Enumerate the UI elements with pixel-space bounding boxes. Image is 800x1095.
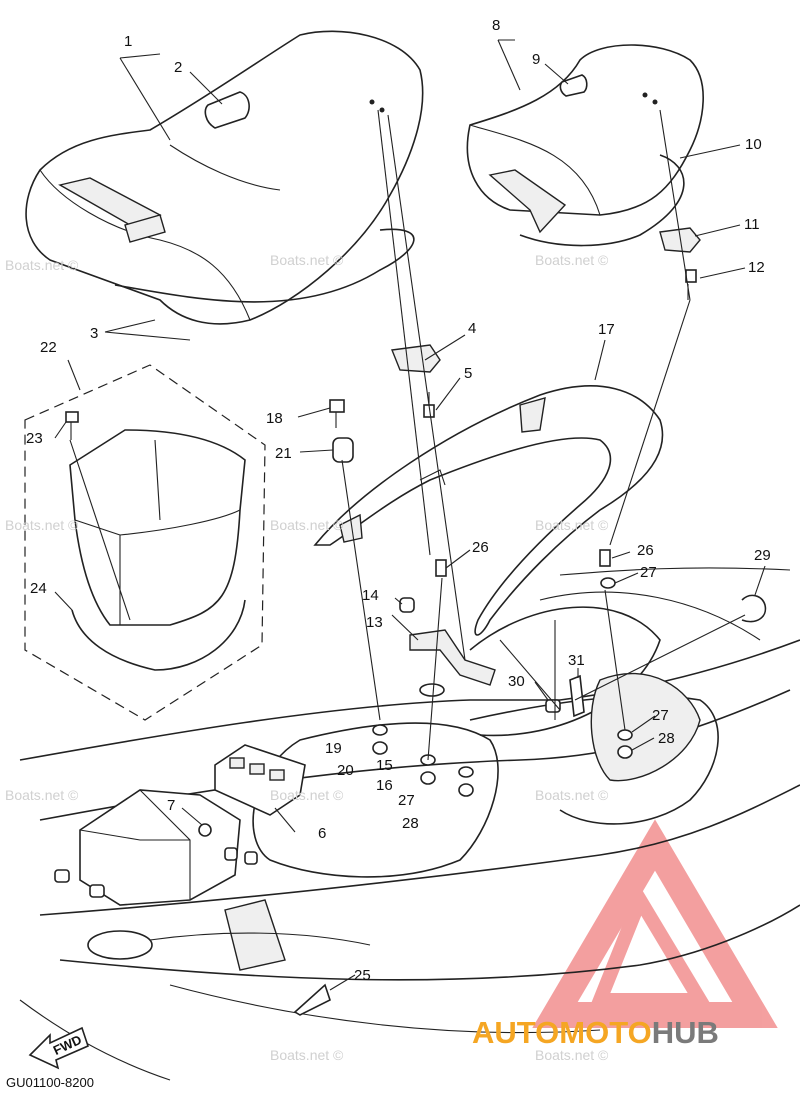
- brand-first: AUTOMOTO: [472, 1015, 652, 1050]
- seat-support-frame: [313, 385, 664, 636]
- brand-second: HUB: [652, 1015, 719, 1050]
- callout-13: 13: [366, 614, 383, 631]
- callout-19: 19: [325, 740, 342, 757]
- callout-27-center: 27: [398, 792, 415, 809]
- forward-arrow-icon: FWD: [28, 1026, 89, 1070]
- callout-6: 6: [318, 825, 326, 842]
- site-watermarks: Boats.net © Boats.net © Boats.net © Boat…: [5, 252, 609, 1063]
- callout-31: 31: [568, 652, 585, 669]
- watermark-4: Boats.net ©: [5, 517, 79, 533]
- hull-deck: [19, 567, 800, 1081]
- brand-wordmark: AUTOMOTOHUB: [472, 1015, 719, 1050]
- callout-10: 10: [745, 136, 762, 153]
- watermark-5: Boats.net ©: [270, 517, 344, 533]
- callout-4: 4: [468, 320, 476, 337]
- callout-5: 5: [464, 365, 472, 382]
- callout-29: 29: [754, 547, 771, 564]
- callout-9: 9: [532, 51, 540, 68]
- callout-15: 15: [376, 757, 393, 774]
- automotohub-logo-icon: [532, 819, 778, 1028]
- watermark-11: Boats.net ©: [535, 1047, 609, 1063]
- callout-27-right-top: 27: [640, 564, 657, 581]
- callout-14: 14: [362, 587, 379, 604]
- callout-26-left: 26: [472, 539, 489, 556]
- watermark-9: Boats.net ©: [535, 787, 609, 803]
- callout-22: 22: [40, 339, 57, 356]
- watermark-10: Boats.net ©: [270, 1047, 344, 1063]
- mount-bracket: [399, 597, 496, 686]
- watermark-1: Boats.net ©: [5, 257, 79, 273]
- assembly-leader-lines: [69, 109, 746, 761]
- deck-mat-marker: [293, 983, 331, 1016]
- fastener-hardware: [372, 549, 767, 797]
- callout-2: 2: [174, 59, 182, 76]
- bolt-and-collar: [329, 399, 354, 463]
- watermark-3: Boats.net ©: [535, 252, 609, 268]
- callout-11: 11: [744, 216, 760, 233]
- diagram-code: GU01100-8200: [6, 1075, 94, 1090]
- callout-numbers: 1 2 3 4 5 6 7 8 9 10 11 12 13 14 15 16 1…: [26, 17, 771, 984]
- watermark-7: Boats.net ©: [5, 787, 79, 803]
- callout-23: 23: [26, 430, 43, 447]
- rear-seat: [466, 44, 704, 247]
- callout-26-right: 26: [637, 542, 654, 559]
- storage-bin-assembly: [24, 364, 266, 721]
- callout-3: 3: [90, 325, 98, 342]
- front-seat: [25, 30, 424, 325]
- callout-18: 18: [266, 410, 283, 427]
- watermark-6: Boats.net ©: [535, 517, 609, 533]
- front-seat-hook-bracket: [391, 344, 441, 418]
- callout-1: 1: [124, 33, 132, 50]
- callout-28-center: 28: [402, 815, 419, 832]
- watermark-2: Boats.net ©: [270, 252, 344, 268]
- callout-24: 24: [30, 580, 47, 597]
- callout-27-right-bottom: 27: [652, 707, 669, 724]
- callout-leaders: [54, 39, 766, 991]
- callout-12: 12: [748, 259, 765, 276]
- callout-8: 8: [492, 17, 500, 34]
- callout-17: 17: [598, 321, 615, 338]
- callout-30: 30: [508, 673, 525, 690]
- callout-16: 16: [376, 777, 393, 794]
- callout-28-right: 28: [658, 730, 675, 747]
- watermark-8: Boats.net ©: [270, 787, 344, 803]
- switch-panel: [198, 744, 306, 837]
- callout-20: 20: [337, 762, 354, 779]
- callout-25: 25: [354, 967, 371, 984]
- callout-7: 7: [167, 797, 175, 814]
- callout-21: 21: [275, 445, 292, 462]
